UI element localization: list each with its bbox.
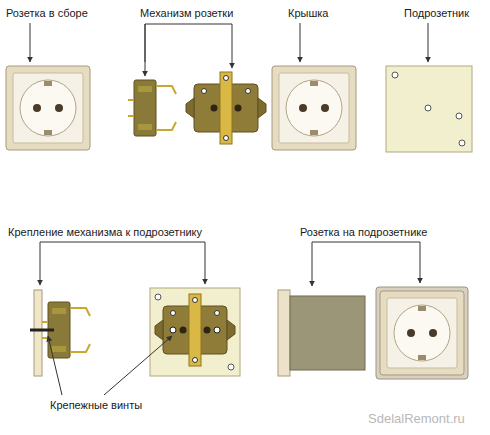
part-label: Розетка в сборе (6, 7, 88, 20)
part-label: Механизм розетки (140, 7, 233, 20)
part-label: Крепежные винты (50, 399, 142, 412)
part-label: Крепление механизма к подрозетнику (8, 226, 202, 239)
part-label: Розетка на подрозетнике (300, 226, 427, 239)
part-label: Подрозетник (404, 7, 469, 20)
watermark: SdelalRemont.ru (368, 412, 465, 425)
part-label: Крышка (288, 7, 328, 20)
